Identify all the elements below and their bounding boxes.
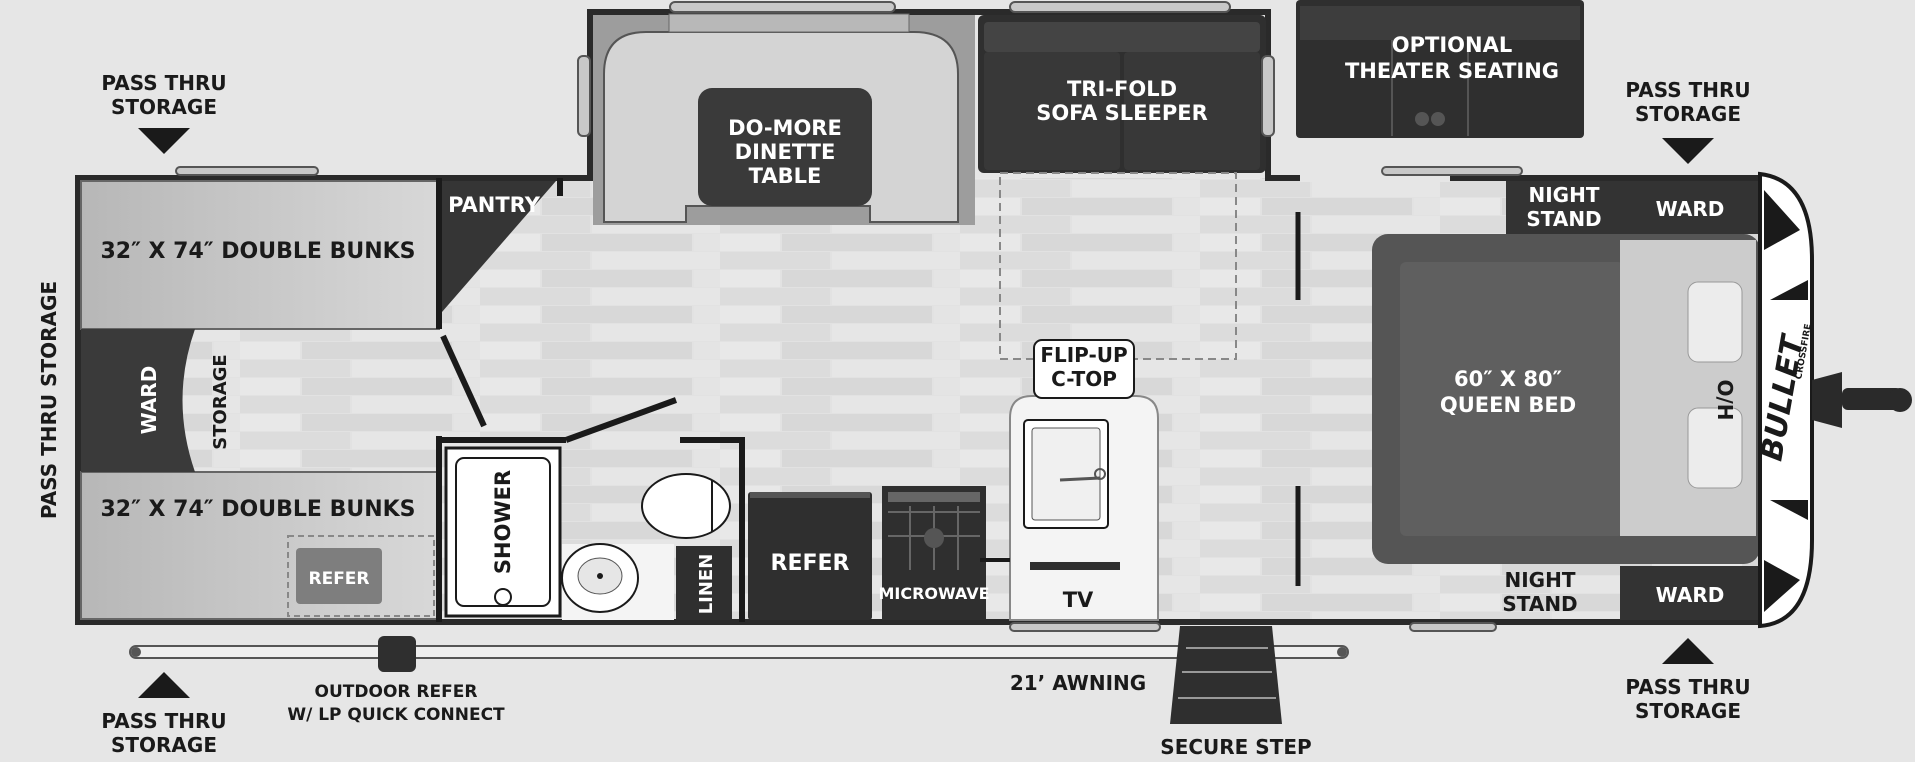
svg-text:OPTIONAL: OPTIONAL — [1392, 33, 1512, 57]
pass-thru-top-right: PASS THRU STORAGE — [1625, 78, 1750, 126]
arrow-down-icon — [138, 128, 190, 154]
sofa-sleeper: TRI-FOLD SOFA SLEEPER — [978, 15, 1275, 360]
awning: 21’ AWNING — [129, 645, 1349, 695]
svg-text:WARD: WARD — [137, 366, 161, 435]
pass-thru-arrows — [138, 128, 1714, 698]
arrow-up-icon — [1662, 638, 1714, 664]
bunk-top: 32″ X 74″ DOUBLE BUNKS — [80, 180, 440, 330]
shower: SHOWER — [444, 446, 562, 618]
svg-text:C-TOP: C-TOP — [1051, 367, 1117, 391]
svg-text:QUEEN BED: QUEEN BED — [1440, 393, 1576, 417]
svg-text:32″ X 74″ DOUBLE BUNKS: 32″ X 74″ DOUBLE BUNKS — [100, 497, 415, 522]
stove-microwave: MICROWAVE — [878, 486, 990, 620]
svg-text:STORAGE: STORAGE — [111, 95, 217, 119]
arrow-down-icon — [1662, 138, 1714, 164]
toilet — [641, 473, 731, 539]
flip-up-c-top: FLIP-UP C-TOP — [1033, 339, 1135, 399]
night-stand-top: NIGHT STAND — [1506, 181, 1620, 234]
svg-text:SHOWER: SHOWER — [491, 470, 515, 574]
svg-text:W/ LP QUICK CONNECT: W/ LP QUICK CONNECT — [287, 705, 505, 725]
svg-text:O/H: O/H — [1713, 379, 1737, 420]
svg-text:TABLE: TABLE — [749, 164, 822, 188]
ward-left: WARD — [81, 329, 195, 472]
pass-thru-bottom-left: PASS THRU STORAGE — [101, 709, 226, 757]
arrow-up-icon — [138, 672, 190, 698]
front-cap: BULLET CROSSFIRE — [1754, 171, 1814, 629]
pantry: PANTRY — [442, 181, 556, 312]
bedroom-slide-gap — [1300, 174, 1450, 182]
svg-text:PANTRY: PANTRY — [448, 193, 541, 217]
svg-text:FLIP-UP: FLIP-UP — [1040, 343, 1127, 367]
queen-bed: 60″ X 80″ QUEEN BED O/H — [1372, 234, 1760, 564]
svg-text:REFER: REFER — [771, 551, 850, 576]
svg-text:LINEN: LINEN — [696, 554, 717, 615]
svg-text:21’ AWNING: 21’ AWNING — [1010, 671, 1146, 695]
ward-top-right: WARD — [1620, 181, 1758, 234]
drain-icon — [494, 588, 512, 606]
pass-thru-bottom-right: PASS THRU STORAGE — [1625, 675, 1750, 723]
kitchen-counter: TV — [1009, 395, 1159, 621]
theater-seating: OPTIONAL THEATER SEATING — [1296, 0, 1584, 138]
svg-text:60″ X 80″: 60″ X 80″ — [1454, 367, 1562, 391]
svg-text:STORAGE: STORAGE — [1635, 699, 1741, 723]
storage-left: STORAGE — [210, 354, 231, 449]
svg-text:WARD: WARD — [1656, 197, 1725, 221]
svg-text:THEATER SEATING: THEATER SEATING — [1345, 59, 1559, 83]
svg-text:SOFA SLEEPER: SOFA SLEEPER — [1036, 101, 1208, 125]
svg-text:NIGHT: NIGHT — [1529, 183, 1600, 207]
dinette-slide: DO-MORE DINETTE TABLE — [577, 13, 975, 225]
svg-text:PASS THRU: PASS THRU — [1625, 78, 1750, 102]
outdoor-refer: OUTDOOR REFER W/ LP QUICK CONNECT — [287, 636, 505, 725]
svg-text:PASS THRU: PASS THRU — [101, 709, 226, 733]
sink — [561, 543, 674, 620]
svg-text:REFER: REFER — [308, 569, 369, 589]
bunk-bottom: 32″ X 74″ DOUBLE BUNKS — [80, 471, 440, 620]
svg-text:MICROWAVE: MICROWAVE — [878, 584, 989, 603]
interior-walls — [436, 178, 745, 622]
pass-thru-top-left: PASS THRU STORAGE — [101, 71, 226, 119]
svg-text:STORAGE: STORAGE — [111, 733, 217, 757]
svg-text:OUTDOOR REFER: OUTDOOR REFER — [315, 682, 478, 702]
svg-text:PASS THRU: PASS THRU — [1625, 675, 1750, 699]
svg-text:SECURE STEP: SECURE STEP — [1160, 735, 1311, 759]
secure-step: SECURE STEP — [1160, 626, 1312, 759]
night-stand-bottom: NIGHT STAND — [1502, 568, 1577, 616]
svg-text:DINETTE: DINETTE — [735, 140, 836, 164]
hitch — [1812, 372, 1912, 428]
refrigerator: REFER — [748, 492, 872, 620]
svg-text:STORAGE: STORAGE — [1635, 102, 1741, 126]
svg-text:32″ X 74″ DOUBLE BUNKS: 32″ X 74″ DOUBLE BUNKS — [100, 239, 415, 264]
ward-bottom-right: WARD — [1620, 566, 1758, 620]
pass-thru-side: PASS THRU STORAGE — [37, 281, 61, 519]
slide-rails — [175, 1, 1523, 632]
svg-text:NIGHT: NIGHT — [1505, 568, 1576, 592]
svg-text:PASS THRU: PASS THRU — [101, 71, 226, 95]
svg-text:STAND: STAND — [1526, 207, 1601, 231]
svg-text:TV: TV — [1063, 588, 1094, 612]
svg-text:TRI-FOLD: TRI-FOLD — [1067, 77, 1177, 101]
svg-text:DO-MORE: DO-MORE — [728, 116, 842, 140]
linen: LINEN — [676, 546, 732, 620]
svg-text:STAND: STAND — [1502, 592, 1577, 616]
outdoor-refer-compartment: REFER — [287, 535, 435, 617]
svg-text:WARD: WARD — [1656, 583, 1725, 607]
